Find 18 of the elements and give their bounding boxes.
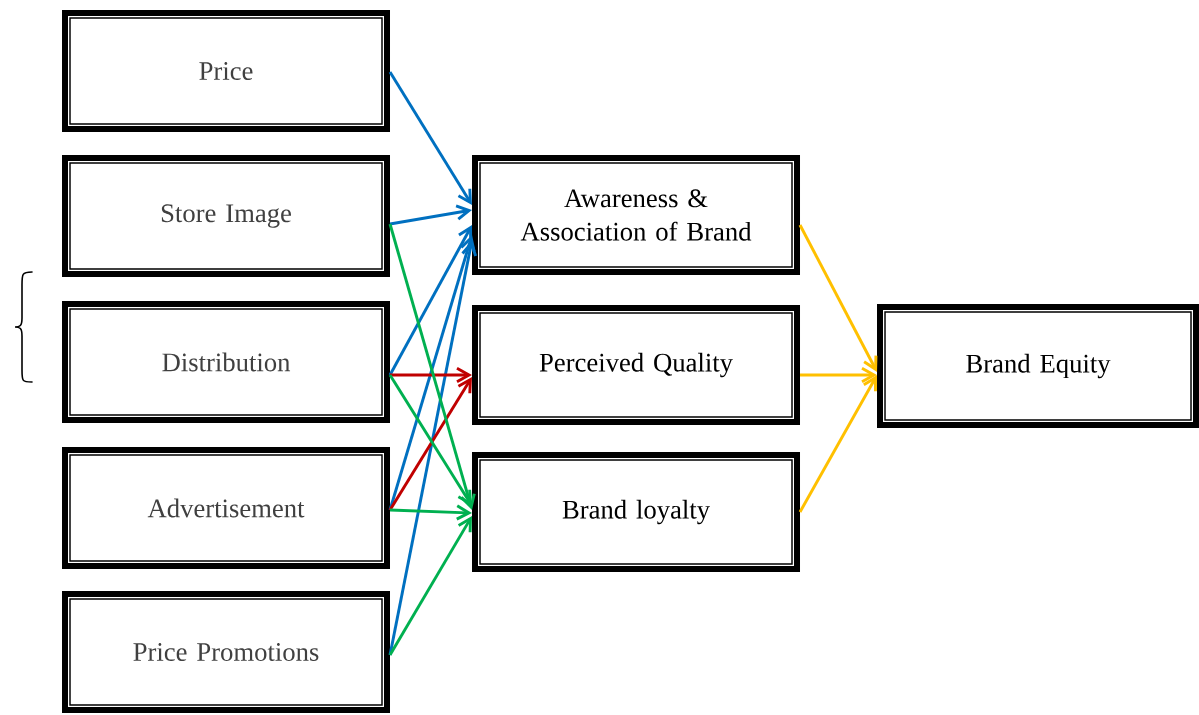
- concept-box: Price: [62, 10, 390, 132]
- arrow: [388, 516, 472, 656]
- concept-box: Perceived Quality: [472, 305, 800, 425]
- concept-box: Distribution: [62, 301, 390, 423]
- arrow: [798, 224, 878, 372]
- arrow: [800, 367, 877, 383]
- arrow: [389, 504, 472, 521]
- arrow: [389, 204, 472, 226]
- concept-box: Brand Equity: [877, 304, 1199, 428]
- concept-box: Brand loyalty: [472, 452, 800, 572]
- concept-box: Store Image: [62, 155, 390, 277]
- arrow: [798, 375, 877, 513]
- concept-box: Price Promotions: [62, 591, 390, 713]
- arrow: [388, 71, 472, 205]
- arrow: [390, 367, 472, 383]
- concept-box: Advertisement: [62, 447, 390, 569]
- arrow: [388, 225, 473, 376]
- concept-box: Awareness & Association of Brand: [472, 155, 800, 275]
